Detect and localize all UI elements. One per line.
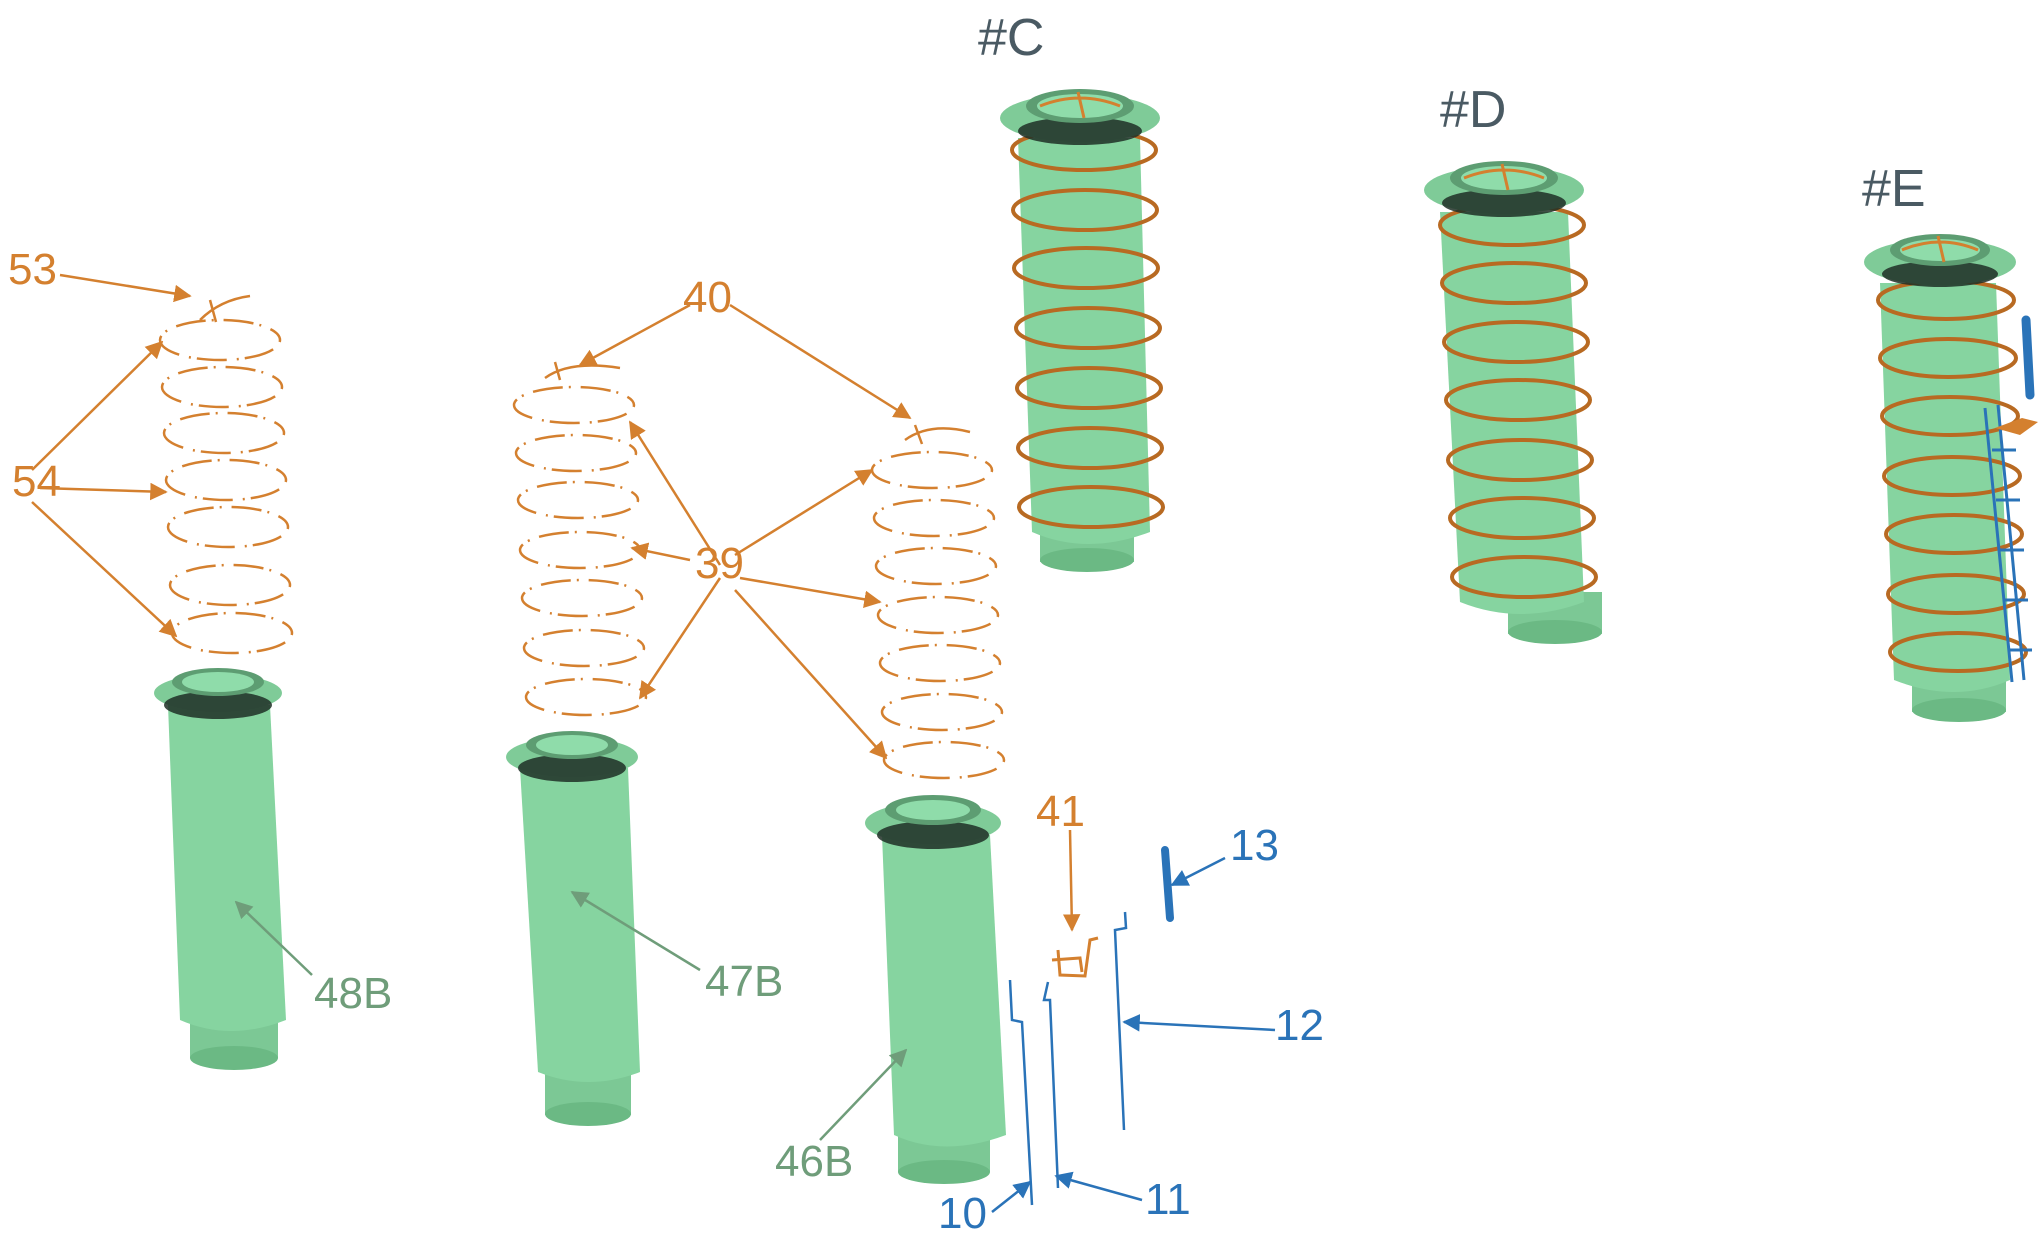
- ring-stack-39-left: [512, 385, 648, 717]
- part-label-53: 53: [8, 245, 57, 294]
- part-label-48b: 48B: [314, 969, 393, 1018]
- assembled-tower-d: [1424, 161, 1602, 644]
- step-label-d: #D: [1440, 81, 1507, 139]
- ring-stack-39-right: [870, 450, 1006, 780]
- part-label-54: 54: [12, 457, 61, 506]
- tower-46b: [865, 795, 1006, 1184]
- rail-10: [1008, 979, 1034, 1206]
- ladder-rails: [1008, 911, 1128, 1206]
- rail-11: [1042, 981, 1060, 1189]
- assembled-tower-c: [1000, 89, 1165, 572]
- assembled-tower-e: [1864, 234, 2038, 722]
- leader-arrows-orange: [31, 273, 1081, 932]
- tower-48b: [154, 668, 286, 1070]
- part-label-41: 41: [1036, 787, 1085, 836]
- leader-arrows-green: [234, 890, 908, 1141]
- tower-47b: [506, 731, 640, 1126]
- ring-stack-54: [158, 318, 294, 655]
- part-label-47b: 47B: [705, 957, 784, 1006]
- step-label-c: #C: [978, 9, 1045, 67]
- cross-brace-40-right: [904, 424, 971, 445]
- bracket-41: [1051, 936, 1099, 978]
- rail-12: [1113, 911, 1128, 1131]
- cross-brace-53: [199, 294, 251, 323]
- rod-13: [1161, 846, 1174, 922]
- part-label-13: 13: [1230, 821, 1279, 870]
- part-label-11: 11: [1145, 1175, 1191, 1224]
- step-label-e: #E: [1862, 160, 1926, 218]
- part-label-12: 12: [1275, 1001, 1324, 1050]
- part-label-10: 10: [938, 1189, 987, 1238]
- part-label-39: 39: [695, 539, 744, 588]
- leader-arrows-blue: [991, 856, 1276, 1213]
- cross-brace-40-left: [544, 361, 621, 381]
- part-label-46b: 46B: [775, 1137, 854, 1186]
- part-label-40: 40: [683, 273, 732, 322]
